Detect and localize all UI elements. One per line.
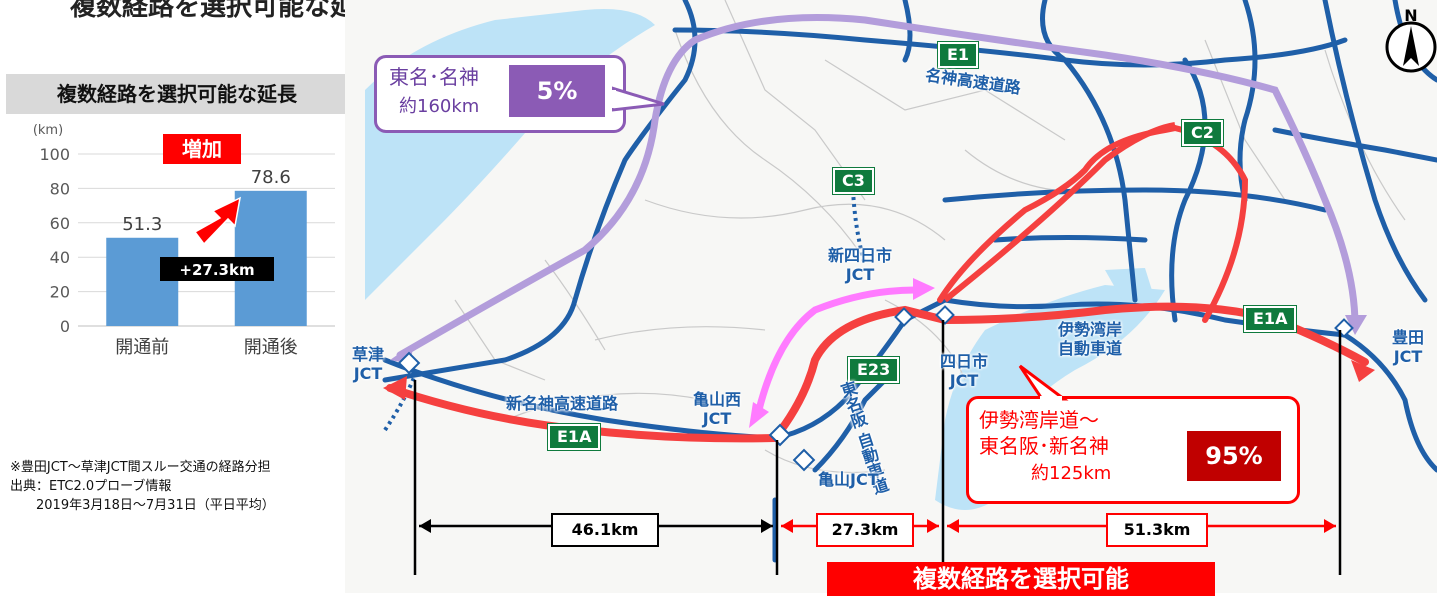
difference-label: +27.3km	[179, 261, 254, 279]
y-tick-label: 80	[50, 179, 70, 198]
x-tick-label: 開通前	[115, 337, 169, 358]
increase-label: 増加	[182, 137, 222, 161]
y-tick-label: 100	[39, 145, 70, 164]
callout-red-line1: 伊勢湾岸道～	[979, 408, 1099, 432]
bay-upper	[1105, 268, 1155, 305]
callout-red-line3: 約125km	[1031, 463, 1112, 484]
kusatsu-dotted	[383, 374, 417, 432]
distance-51km: 51.3km	[1106, 513, 1208, 547]
red-arrowhead-left	[383, 376, 407, 400]
minor-roads	[454, 0, 1406, 474]
increase-badge	[163, 134, 241, 164]
label-shin-meishin: 新名神高速道路	[506, 394, 619, 413]
shield-e23: E23	[848, 357, 900, 383]
callout-purple-tail	[612, 86, 665, 112]
pink-route	[753, 286, 916, 419]
x-tick-label: 開通後	[244, 337, 298, 358]
shield-e1: E1	[938, 42, 979, 68]
purple-arrowhead-right	[1345, 315, 1367, 335]
callout-isewan-route: 伊勢湾岸道～ 東名阪･新名神 約125km 95%	[966, 396, 1300, 504]
y-tick-label: 0	[60, 317, 70, 336]
callout-red-tail	[1018, 364, 1069, 402]
north-label: N	[1404, 6, 1417, 25]
red-arrowhead-right	[1351, 360, 1375, 382]
y-tick-label: 60	[50, 214, 70, 233]
y-tick-label: 20	[50, 283, 70, 302]
bar-chart: (km) 0 20 40 60 80 100 51.3 開通前 78.6 開通後 増加 +27.3k…	[33, 123, 335, 358]
label-kameyama-jct: 亀山JCT	[818, 470, 879, 489]
multi-route-banner: 複数経路を選択可能	[827, 562, 1215, 596]
y-tick-label: 40	[50, 248, 70, 267]
north-arrow-icon	[1403, 26, 1419, 66]
label-isewan: 伊勢湾岸自動車道	[1058, 320, 1123, 358]
callout-purple-line2: 約160km	[399, 96, 480, 117]
note-line: ※豊田JCT～草津JCT間スルー交通の経路分担	[10, 460, 271, 475]
bar-value-label: 78.6	[251, 167, 291, 188]
y-axis-label: (km)	[33, 123, 63, 138]
red-route-north	[937, 124, 1249, 323]
callout-tomei-meishin: 東名･名神 約160km 5%	[374, 55, 626, 133]
percent-badge-red: 95%	[1187, 431, 1281, 481]
pink-arrowhead-left	[749, 402, 769, 428]
note-line: 2019年3月18日～7月31日（平日平均）	[10, 498, 275, 513]
increase-arrow	[193, 196, 241, 246]
shield-c2: C2	[1182, 120, 1223, 146]
pink-arrowhead-right	[913, 278, 935, 300]
callout-red-line2: 東名阪･新名神	[979, 434, 1109, 458]
shield-e1a-west: E1A	[548, 424, 601, 450]
bar	[106, 237, 179, 326]
note-line: 出典：ETC2.0プローブ情報	[10, 479, 172, 494]
shield-e1a-east: E1A	[1244, 306, 1297, 332]
distance-27km: 27.3km	[816, 513, 914, 547]
red-route-east	[943, 122, 1176, 303]
shield-c3: C3	[833, 168, 874, 194]
callout-purple-line1: 東名･名神	[389, 65, 479, 89]
c3-dotted	[851, 189, 867, 266]
purple-route	[396, 14, 1359, 359]
bar-value-label: 51.3	[122, 214, 162, 235]
difference-badge	[160, 257, 274, 281]
source-notes: ※豊田JCT～草津JCT間スルー交通の経路分担出典：ETC2.0プローブ情報 2…	[10, 458, 275, 515]
percent-badge-purple: 5%	[509, 65, 605, 117]
distance-46km: 46.1km	[551, 513, 659, 547]
panel-title: 複数経路を選択可能な延長	[6, 74, 348, 114]
